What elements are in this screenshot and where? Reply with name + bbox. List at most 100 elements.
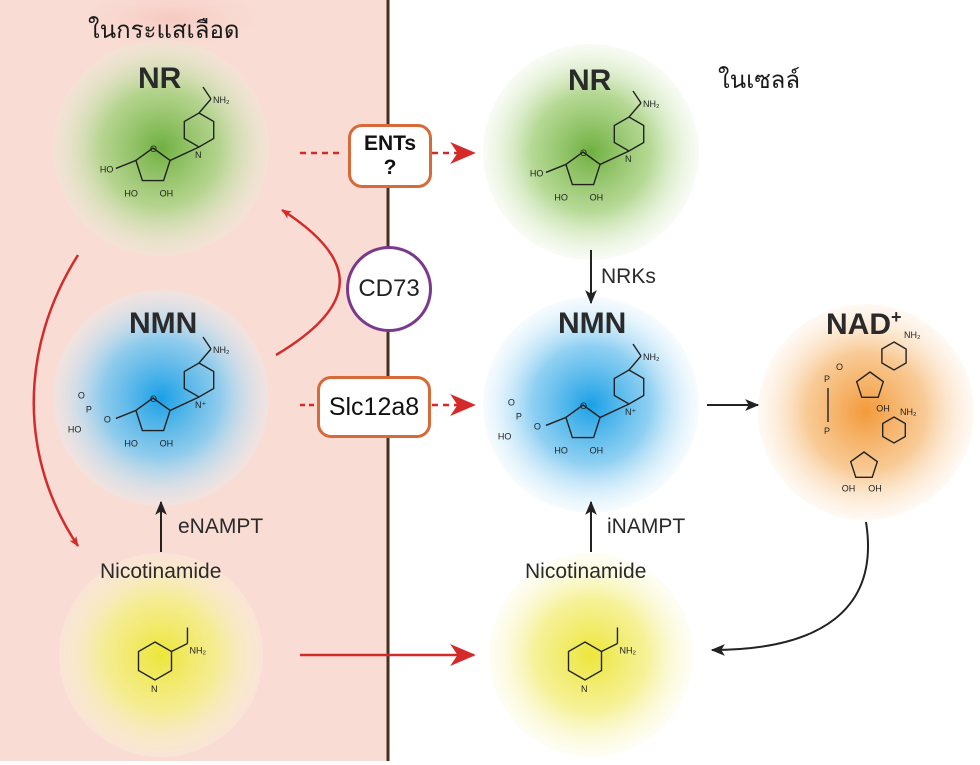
hydroxyl-label: HO xyxy=(124,189,138,199)
carboxamide-bond xyxy=(171,642,188,653)
hydroxyl-label: HO xyxy=(554,446,568,456)
hydroxyl-label: OH xyxy=(160,439,174,449)
phosphate-oxygen-label: O xyxy=(508,397,515,407)
ents-question-mark: ? xyxy=(383,156,397,179)
hydroxyl-label: HO xyxy=(554,193,568,203)
ring-oxygen-label: O xyxy=(580,401,587,411)
hydroxyl-label: OH xyxy=(876,403,890,413)
ents-label: ENTs xyxy=(363,132,417,155)
amide-label: NH₂ xyxy=(904,330,921,340)
carboxamide-bond xyxy=(628,355,642,371)
amide-label: NH₂ xyxy=(213,345,230,355)
adenine-ring-bond xyxy=(882,416,906,444)
amine-label: NH₂ xyxy=(900,407,917,417)
nmn-cell-glow xyxy=(483,297,699,513)
carboxamide-bond xyxy=(601,642,618,653)
hydroxymethyl-bond xyxy=(115,409,137,420)
nr-cell-glow xyxy=(483,44,699,260)
hydroxymethyl-label: HO xyxy=(530,168,544,178)
nr-structure-cell: NH₂ N O OH HO HO xyxy=(530,90,660,203)
hydroxyl-label: OH xyxy=(842,483,856,493)
nicotinamide-structure-blood: NH₂ N xyxy=(137,627,206,694)
ester-oxygen-label: O xyxy=(104,414,111,424)
ring-oxygen-label: O xyxy=(150,144,157,154)
nr-blood-title: NR xyxy=(138,62,182,95)
nicotinamide-structure-cell: NH₂ N xyxy=(567,627,636,694)
amide-label: NH₂ xyxy=(619,646,636,656)
ribose-ring-bond xyxy=(135,147,171,182)
pyridine-n-label: N xyxy=(151,684,158,694)
pyridinium-n-label: N xyxy=(625,154,632,164)
phosphorus-label: P xyxy=(824,426,830,436)
ents-transporter-box: ENTs ? xyxy=(348,124,432,188)
arrow-nmn-to-nr-cd73 xyxy=(275,208,341,357)
nmn-blood-glow xyxy=(53,290,269,506)
phosphate-oxygen-label: O xyxy=(78,390,85,400)
nrks-label: NRKs xyxy=(601,265,656,288)
phosphorus-label: P xyxy=(86,404,92,414)
carboxamide-bond xyxy=(628,102,642,118)
cd73-enzyme-circle: CD73 xyxy=(346,246,432,332)
ester-oxygen-label: O xyxy=(534,421,541,431)
nicotinamide-blood-glow xyxy=(59,553,263,757)
carboxamide-bond xyxy=(198,348,212,364)
ring-oxygen-label: O xyxy=(150,394,157,404)
ribose-ring-bond xyxy=(135,397,171,432)
ring-oxygen-label: O xyxy=(580,148,587,158)
phosphate-hydroxyl-label: HO xyxy=(68,424,82,434)
cell-region-label: ในเซลล์ xyxy=(718,66,801,94)
hydroxyl-label: OH xyxy=(868,483,882,493)
pyridine-n-label: N xyxy=(581,684,588,694)
glycosidic-bond xyxy=(169,146,200,162)
nicotinamide-ring-bond xyxy=(881,341,907,371)
phosphorus-label: P xyxy=(516,411,522,421)
carbonyl-bond xyxy=(202,336,212,350)
carboxamide-bond xyxy=(198,98,212,114)
phosphorus-label: P xyxy=(824,374,830,384)
amide-label: NH₂ xyxy=(643,352,660,362)
amide-label: NH₂ xyxy=(189,646,206,656)
hydroxyl-label: OH xyxy=(590,446,604,456)
oxygen-label: O xyxy=(836,362,843,372)
glycosidic-bond xyxy=(169,396,200,412)
nr-cell-title: NR xyxy=(568,64,612,97)
nicotinamide-cell-glow xyxy=(489,553,693,757)
arrow-nad-to-nicotinamide xyxy=(710,521,869,656)
glycosidic-bond xyxy=(599,403,630,419)
nmn-cell-title: NMN xyxy=(558,307,627,340)
enampt-label: eNAMPT xyxy=(178,515,264,538)
amide-label: NH₂ xyxy=(643,99,660,109)
nicotinamide-blood-title: Nicotinamide xyxy=(100,560,222,583)
hydroxyl-label: HO xyxy=(124,439,138,449)
hydroxyl-label: OH xyxy=(590,193,604,203)
pyridinium-n-label: N⁺ xyxy=(195,400,206,410)
pyridinium-n-label: N⁺ xyxy=(625,407,636,417)
nad-title-text: NAD xyxy=(826,308,891,341)
nr-blood-glow xyxy=(53,40,269,256)
nad-glow xyxy=(758,304,974,520)
phosphate-hydroxyl-label: HO xyxy=(498,431,512,441)
nad-title: NAD+ xyxy=(826,307,902,342)
glycosidic-bond xyxy=(599,150,630,166)
nad-title-superscript: + xyxy=(891,307,902,327)
inampt-label: iNAMPT xyxy=(607,515,686,538)
nmn-blood-title: NMN xyxy=(129,307,198,340)
ribose-ring-bond xyxy=(855,371,885,399)
blood-region-label: ในกระแสเลือด xyxy=(88,16,240,44)
pyridinium-n-label: N xyxy=(195,150,202,160)
carbonyl-bond xyxy=(632,343,642,357)
hydroxymethyl-label: HO xyxy=(100,164,114,174)
carbonyl-bond xyxy=(202,86,212,100)
hydroxymethyl-bond xyxy=(545,416,567,427)
ribose-ring-bond xyxy=(565,404,601,439)
hydroxymethyl-bond xyxy=(115,159,137,170)
blood-title-glow xyxy=(52,0,292,56)
ribose-ring-bond xyxy=(849,451,879,479)
carbonyl-bond xyxy=(632,90,642,104)
arrow-nr-to-nicotinamide xyxy=(32,254,80,547)
